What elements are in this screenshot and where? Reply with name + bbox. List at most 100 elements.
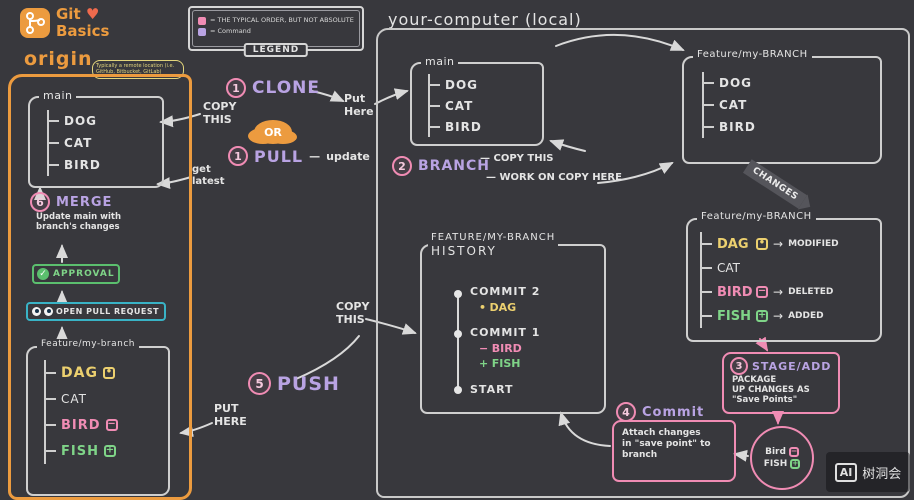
- tree-tick: [430, 104, 440, 107]
- tree-tick: [49, 142, 59, 144]
- history-title-line1: FEATURE/MY-BRANCH: [431, 232, 556, 243]
- deleted-icon: −: [105, 418, 118, 431]
- branch-work-note: — WORK ON COPY HERE: [486, 172, 622, 184]
- note-line: get: [192, 164, 211, 175]
- merge-desc-line1: Update main with: [36, 212, 121, 222]
- legend: = THE TYPICAL ORDER, BUT NOT ABSOLUTE = …: [188, 6, 364, 57]
- step-clone-label: CLONE: [252, 78, 320, 98]
- watermark-logo: AI: [834, 462, 858, 482]
- tree-tick: [430, 83, 440, 86]
- tree-tick: [702, 315, 712, 317]
- tree-tick: [49, 164, 59, 166]
- step-merge-label: MERGE: [56, 194, 113, 210]
- modified-icon: •: [756, 238, 768, 250]
- modified-icon: •: [102, 367, 115, 379]
- note-line: COPY: [203, 100, 237, 113]
- file-name: CAT: [719, 98, 748, 112]
- file-name: BIRD: [717, 284, 753, 300]
- git-logo-icon: [20, 8, 50, 38]
- added-icon: +: [103, 445, 116, 457]
- file-name: DOG: [719, 76, 753, 90]
- or-cloud: OR: [254, 120, 292, 144]
- local-feature2-tree: DAG • → MODIFIED CAT BIRD − → DELETED FI…: [700, 232, 839, 328]
- tree-tick: [46, 372, 56, 374]
- tree-tick: [46, 398, 56, 400]
- approval-badge: ✓ APPROVAL: [32, 264, 120, 284]
- app-title: Git ♥ Basics: [56, 6, 109, 39]
- step-branch-number: 2: [392, 156, 412, 176]
- dash-glyph: —: [309, 149, 321, 163]
- commit-desc-line2: in "save point" to: [622, 438, 711, 449]
- note-line: Put: [344, 92, 366, 105]
- minus-glyph: −: [107, 418, 116, 430]
- deleted-icon: −: [788, 446, 799, 457]
- legend-swatch-order-icon: [198, 17, 206, 25]
- start-label: START: [470, 383, 514, 396]
- local-main-box: main: [410, 55, 544, 146]
- push-put-here-note: PUT HERE: [214, 402, 247, 428]
- legend-item-order-label: = THE TYPICAL ORDER, BUT NOT ABSOLUTE: [210, 16, 354, 24]
- origin-main-tree: DOG CAT BIRD: [47, 110, 101, 176]
- added-icon: +: [790, 458, 801, 469]
- merge-description: Update main with branch's changes: [36, 212, 121, 232]
- note-line: COPY: [336, 300, 370, 313]
- tree-tick: [704, 126, 714, 128]
- file-name: BIRD: [719, 120, 756, 134]
- legend-item-order: = THE TYPICAL ORDER, BUT NOT ABSOLUTE: [198, 16, 354, 25]
- note-line: COPY THIS: [493, 153, 554, 164]
- dot-glyph: •: [479, 301, 487, 314]
- added-icon: +: [756, 310, 768, 322]
- watermark: AI 树洞会: [826, 452, 910, 492]
- step-pull-number: 1: [228, 146, 248, 166]
- minus-glyph: −: [757, 285, 767, 297]
- origin-main-title: main: [39, 89, 77, 102]
- dash-glyph: —: [486, 172, 496, 183]
- file-name: CAT: [64, 136, 93, 150]
- stage-desc-line3: "Save Points": [732, 395, 798, 406]
- file-name: BIRD: [445, 119, 482, 134]
- step-pull: 1 PULL — update: [228, 146, 370, 166]
- step-clone: 1 CLONE: [226, 78, 320, 98]
- tree-tick: [46, 424, 56, 426]
- commit-desc-line3: branch: [622, 449, 658, 460]
- tree-tick: [704, 82, 714, 84]
- minus-glyph: −: [790, 446, 798, 456]
- savepoint-file: Bird: [765, 447, 786, 457]
- or-label: OR: [264, 125, 282, 139]
- note-line: Here: [344, 105, 374, 119]
- legend-swatch-command-icon: [198, 28, 206, 36]
- file-name: BIRD: [64, 158, 101, 172]
- file-name: DOG: [64, 114, 98, 128]
- app-title-line2: Basics: [56, 21, 110, 40]
- local-feature2-box: Feature/my-BRANCH: [686, 211, 882, 342]
- deleted-icon: −: [756, 286, 768, 298]
- local-feature1-title: Feature/my-BRANCH: [693, 49, 812, 60]
- plus-glyph: +: [791, 458, 799, 468]
- step-branch: 2 BRANCH: [392, 156, 490, 176]
- check-glyph: ✓: [39, 269, 47, 279]
- legend-item-command: = Command: [198, 27, 354, 36]
- step-pull-label: PULL: [254, 146, 304, 166]
- stage-desc-line1: PACKAGE: [732, 375, 777, 385]
- commit1-added: + FISH: [479, 357, 520, 370]
- note-line: latest: [192, 176, 225, 187]
- file-name: BIRD: [61, 417, 101, 433]
- commit1-label: COMMIT 1: [470, 326, 541, 339]
- origin-container: [8, 74, 192, 500]
- status-annotation: DELETED: [788, 287, 834, 297]
- note-line: HERE: [214, 415, 247, 429]
- file-name: CAT: [61, 392, 87, 406]
- minus-glyph: −: [479, 342, 489, 355]
- tree-tick: [430, 125, 440, 128]
- tree-tick: [704, 104, 714, 106]
- branch-copy-note: — COPY THIS: [480, 153, 554, 165]
- step-branch-label: BRANCH: [418, 158, 490, 174]
- merge-desc-line2: branch's changes: [36, 222, 120, 233]
- commit2-label: COMMIT 2: [470, 285, 541, 298]
- origin-title: origin: [24, 48, 93, 70]
- history-title: FEATURE/MY-BRANCH HISTORY: [428, 232, 559, 259]
- commit1-add-file: FISH: [491, 357, 521, 370]
- eye-icon: [32, 307, 41, 316]
- step-commit: 4 Commit: [616, 402, 704, 422]
- step-push-label: PUSH: [277, 372, 340, 395]
